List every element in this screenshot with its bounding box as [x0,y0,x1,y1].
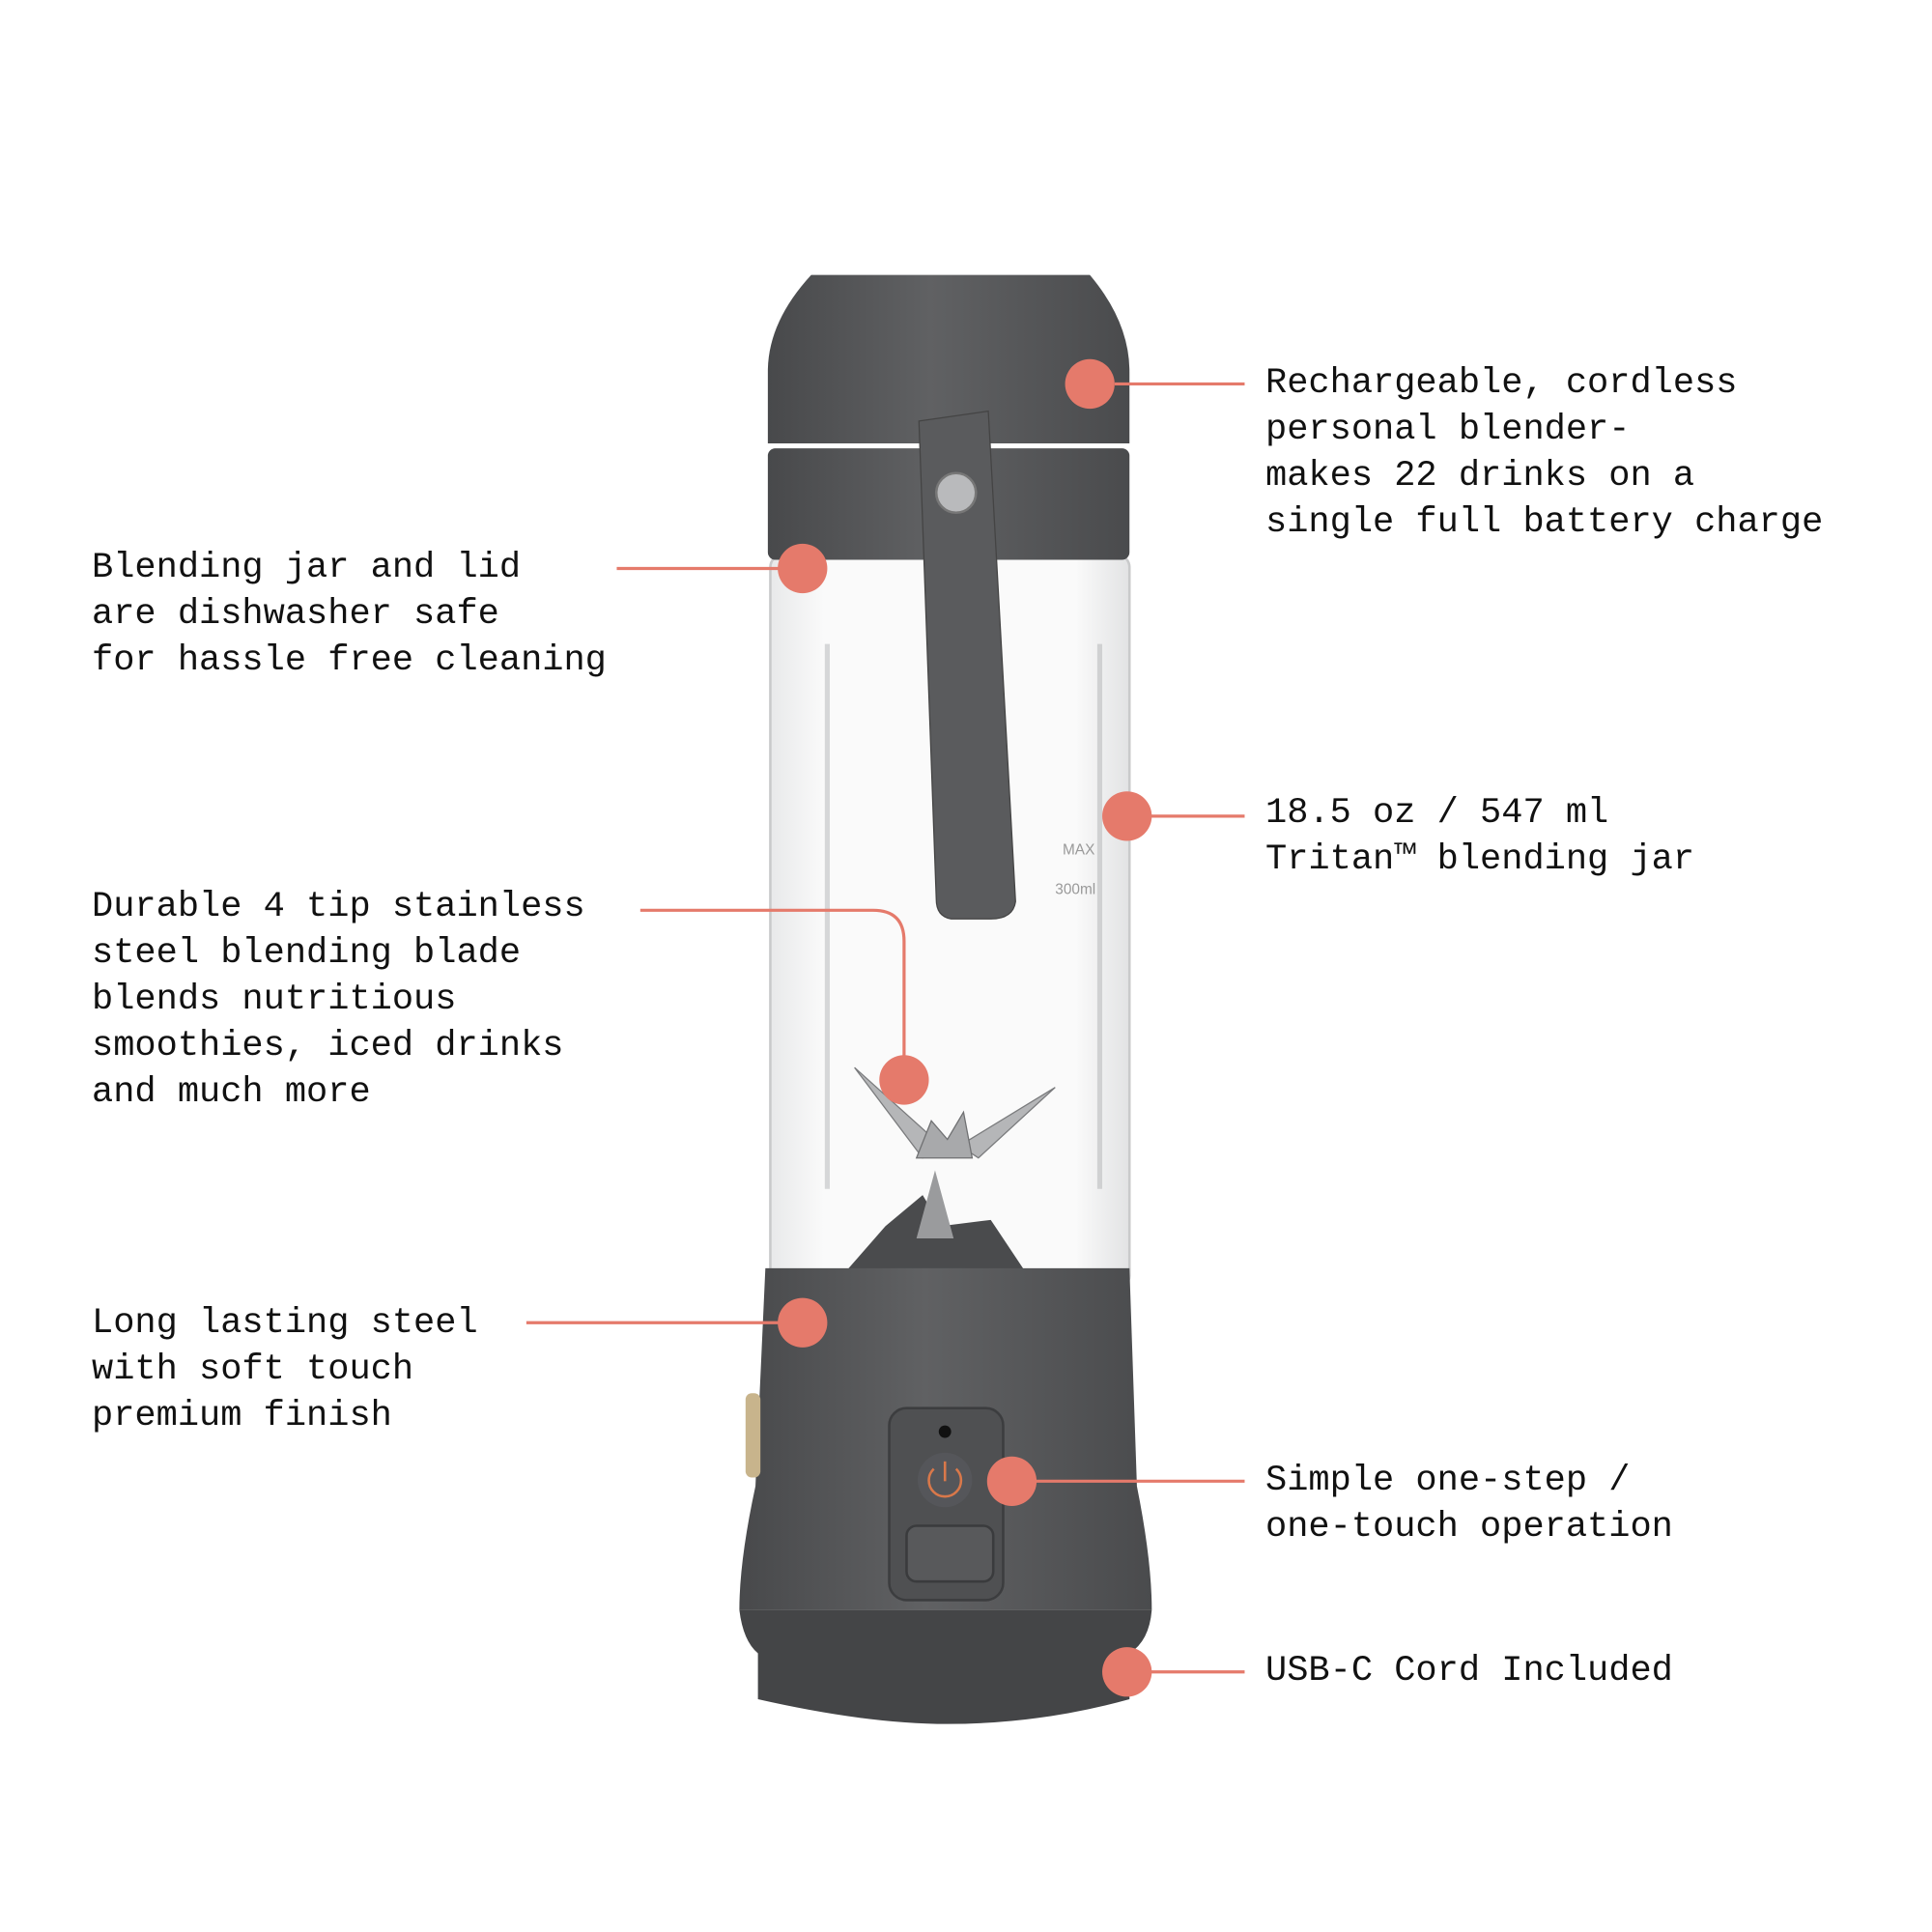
indicator-light [938,1425,952,1438]
power-button-icon[interactable] [918,1452,973,1508]
blade-assembly [841,1066,1056,1276]
side-button [745,1393,761,1478]
callout-dot-operation [986,1456,1037,1506]
callout-dishwasher: Blending jar and lid are dishwasher safe… [92,545,607,684]
callout-dot-blade [879,1055,929,1105]
callout-line: USB-C Cord Included [1265,1651,1673,1691]
callout-line: for hassle free cleaning [92,640,607,681]
callout-line: premium finish [92,1396,392,1436]
callout-line: personal blender- [1265,410,1631,450]
usb-c-port-cover [905,1524,995,1583]
callout-dot-capacity [1102,791,1152,841]
callout-line: Blending jar and lid [92,548,522,588]
callout-line: single full battery charge [1265,502,1824,543]
callout-cord: USB-C Cord Included [1265,1648,1673,1694]
strap-rivet [934,471,978,515]
callout-capacity: 18.5 oz / 547 ml Tritan™ blending jar [1265,790,1694,883]
callout-blade: Durable 4 tip stainless steel blending b… [92,884,585,1116]
carry-strap [918,410,1016,920]
callout-line: steel blending blade [92,933,522,974]
callout-line: Tritan™ blending jar [1265,839,1695,880]
callout-line: one-touch operation [1265,1507,1673,1548]
leader-line-blade [639,908,906,1080]
callout-line: Rechargeable, cordless [1265,363,1738,404]
callout-line: Long lasting steel [92,1303,478,1344]
callout-line: smoothies, iced drinks [92,1026,564,1066]
callout-line: Simple one-step / [1265,1461,1631,1501]
callout-battery: Rechargeable, cordless personal blender-… [1265,360,1823,546]
callout-dot-dishwasher [778,543,828,594]
jar-ml-marking: 300ml [1055,882,1095,898]
callout-dot-finish [778,1297,828,1348]
callout-line: are dishwasher safe [92,594,499,635]
base-bottom-ring [739,1609,1152,1724]
callout-line: 18.5 oz / 547 ml [1265,793,1609,834]
callout-line: blends nutritious [92,980,457,1020]
callout-dot-battery [1065,358,1115,410]
callout-line: Durable 4 tip stainless [92,887,585,927]
jar-max-marking: MAX [1063,842,1094,859]
lid-cap [767,274,1130,443]
callout-dot-cord [1102,1647,1152,1697]
callout-line: and much more [92,1072,371,1113]
callout-line: makes 22 drinks on a [1265,456,1695,497]
callout-finish: Long lasting steel with soft touch premi… [92,1300,478,1439]
callout-line: with soft touch [92,1350,414,1390]
callout-operation: Simple one-step / one-touch operation [1265,1458,1673,1550]
